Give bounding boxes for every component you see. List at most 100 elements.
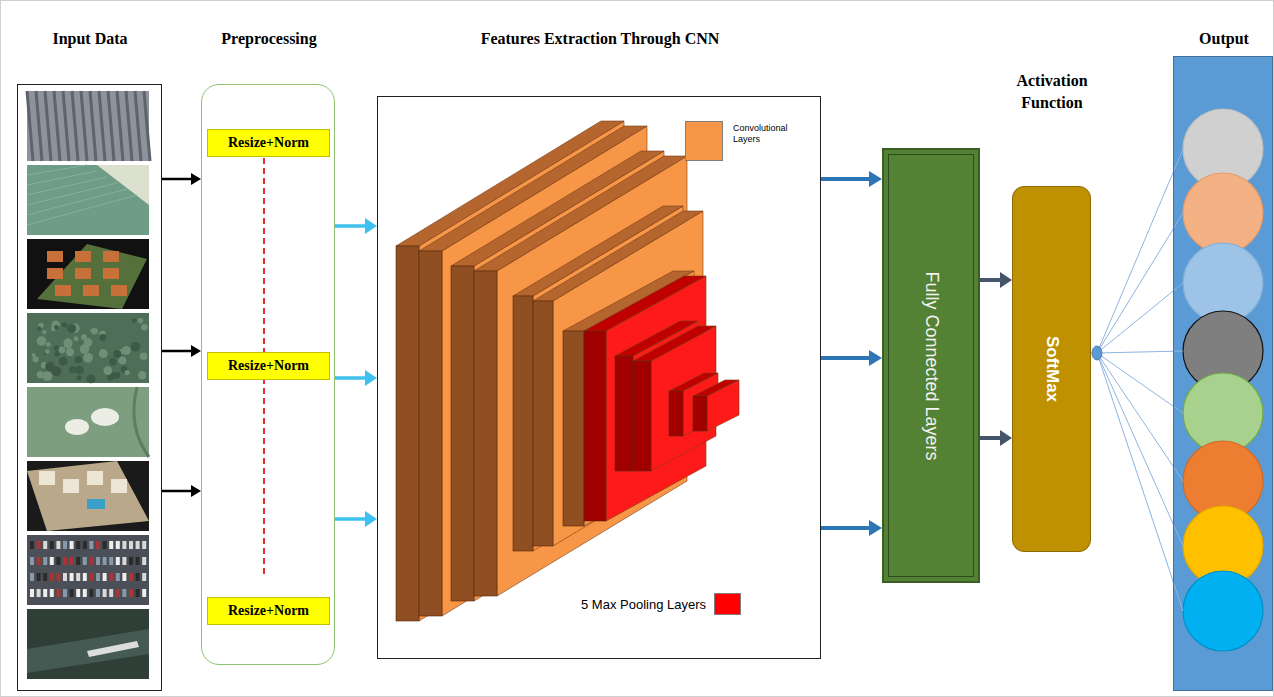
slab-front: [533, 301, 553, 546]
tree-crown: [99, 349, 108, 358]
flow-arrow: [980, 430, 1012, 446]
image-ground: [27, 313, 149, 383]
car: [136, 573, 140, 581]
car: [56, 573, 60, 581]
car: [43, 541, 47, 549]
slab-front: [693, 396, 707, 431]
house: [87, 471, 103, 485]
arrow-shaft: [335, 376, 366, 380]
tree-crown: [83, 353, 93, 363]
crop-row: [72, 91, 78, 161]
flow-arrow: [821, 520, 882, 536]
car: [70, 573, 74, 581]
car: [103, 557, 107, 565]
flow-arrow: [821, 171, 882, 187]
flow-arrow: [335, 218, 377, 234]
flow-arrow: [335, 511, 377, 527]
tree-crown: [109, 358, 116, 365]
tree-crown: [125, 370, 130, 375]
car: [142, 557, 146, 565]
wave-line: [27, 165, 87, 175]
car: [63, 557, 67, 565]
car: [136, 589, 140, 597]
class-circles: [1183, 109, 1263, 651]
car: [96, 557, 100, 565]
car: [129, 541, 133, 549]
car: [129, 573, 133, 581]
fan-connector: [1091, 149, 1183, 611]
legend-swatch: [714, 593, 741, 615]
arrow-head: [191, 173, 201, 185]
tree-crown: [67, 324, 76, 333]
car: [122, 557, 126, 565]
wave-line: [27, 195, 137, 225]
tree-crown: [45, 349, 50, 354]
arrow-shaft: [162, 178, 192, 181]
satellite-image: [27, 165, 149, 235]
tree-crown: [64, 340, 72, 348]
lawn: [37, 244, 147, 309]
column-heading: Preprocessing: [169, 28, 369, 50]
tree-crown: [131, 342, 141, 352]
car: [56, 589, 60, 597]
image-ground: [27, 239, 149, 309]
slab-front: [513, 296, 533, 551]
arrow-head: [365, 370, 377, 386]
tree-crown: [90, 328, 95, 333]
roof: [47, 251, 63, 262]
flow-arrow: [162, 345, 201, 357]
car: [116, 557, 120, 565]
image-ground: [27, 461, 149, 531]
car: [116, 589, 120, 597]
roof: [55, 285, 71, 296]
slab-front: [451, 266, 474, 601]
car: [89, 541, 93, 549]
class-circle: [1183, 571, 1263, 651]
crop-row: [54, 91, 60, 161]
car: [83, 557, 87, 565]
car: [43, 589, 47, 597]
car: [50, 589, 54, 597]
river: [27, 629, 149, 673]
tree-crown: [42, 330, 46, 334]
car: [76, 541, 80, 549]
slab-front: [584, 331, 606, 521]
arrow-head: [1000, 272, 1012, 288]
car: [30, 589, 34, 597]
layer-slab: [633, 326, 716, 471]
flow-arrow: [335, 370, 377, 386]
car: [37, 557, 41, 565]
fully-connected-box: Fully Connected Layers: [882, 148, 980, 583]
car: [56, 541, 60, 549]
boat: [87, 641, 139, 657]
bunker: [91, 408, 119, 426]
car: [116, 541, 120, 549]
crop-row: [27, 91, 33, 161]
output-panel-fill: [1173, 56, 1273, 691]
wave-line: [27, 183, 117, 205]
car: [83, 541, 87, 549]
arrow-shaft: [980, 278, 1001, 282]
car: [43, 573, 47, 581]
tree-crown: [113, 350, 121, 358]
tree-crown: [74, 336, 79, 341]
image-ground: [27, 91, 149, 161]
wave-line: [27, 171, 97, 185]
car: [50, 557, 54, 565]
arrow-head: [191, 485, 201, 497]
crop-row: [63, 91, 69, 161]
tree-crown: [140, 352, 148, 360]
car: [76, 557, 80, 565]
crop-row: [90, 91, 96, 161]
car: [116, 573, 120, 581]
tree-crown: [45, 362, 55, 372]
tree-crown: [75, 366, 84, 375]
box-label: Resize+Norm: [228, 358, 309, 374]
crop-row: [99, 91, 105, 161]
slab-top: [693, 380, 739, 396]
resize-norm-box: Resize+Norm: [207, 129, 330, 157]
column-heading: Activation Function: [997, 70, 1107, 114]
car: [63, 541, 67, 549]
image-ground: [27, 387, 149, 457]
car: [30, 573, 34, 581]
